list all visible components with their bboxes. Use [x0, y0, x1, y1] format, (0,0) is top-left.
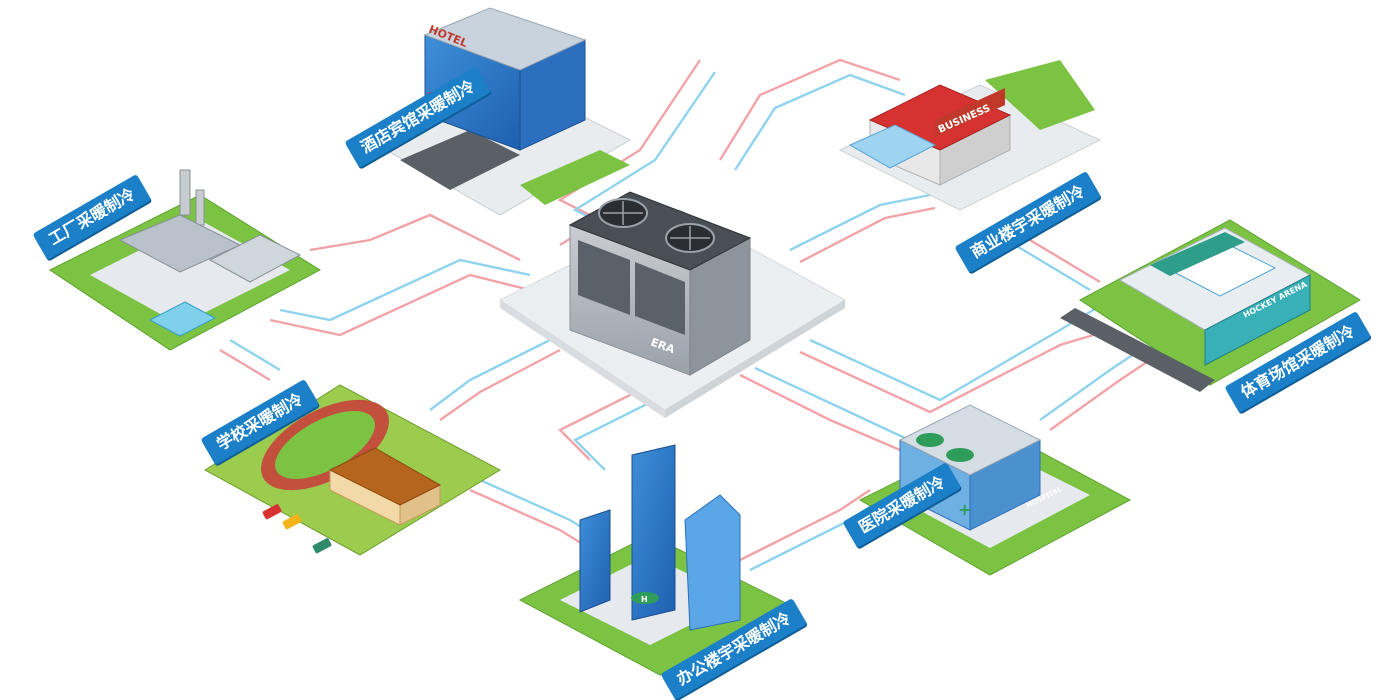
hotel-road — [400, 130, 520, 190]
heat-pump-unit: ERA — [499, 191, 846, 418]
unit-fan-left — [598, 198, 648, 228]
factory-pool — [148, 301, 217, 337]
business-park — [985, 60, 1095, 130]
factory-chimney-2 — [195, 189, 205, 226]
unit-platform-edge-right — [665, 300, 845, 418]
office-helipad-icon: H — [641, 595, 648, 604]
business-glass-canopy — [848, 124, 937, 169]
school-car-red — [262, 504, 282, 520]
pipe-hot-business-2 — [799, 206, 936, 264]
pipe-cold-factory — [279, 258, 531, 322]
unit-coil-left — [578, 240, 630, 315]
office-tower-right — [684, 494, 741, 631]
pipe-hot-school — [439, 348, 561, 421]
office-tower-center — [631, 444, 676, 621]
pipe-hot-factory-2 — [269, 273, 531, 337]
pipe-cold-business-2 — [789, 193, 931, 252]
pipe-cold-hospital-2 — [1039, 349, 1141, 421]
pipe-cold-school — [429, 338, 551, 411]
school-main-roof — [328, 447, 442, 506]
stadium-road — [1060, 308, 1215, 392]
hotel-lawn — [520, 150, 630, 205]
factory-chimney-1 — [179, 169, 191, 216]
stadium-seats — [1150, 232, 1245, 276]
pipe-cold-hospital — [754, 366, 906, 440]
pipe-hot-hospital-2 — [1049, 359, 1151, 431]
pipe-hot-office — [557, 388, 641, 461]
unit-fan-right — [665, 223, 715, 253]
pipe-cold-business — [733, 73, 906, 171]
pipe-hot-stadium-2 — [799, 328, 1111, 414]
pipe-hot-office-3 — [739, 489, 871, 562]
hospital-helipad-1 — [916, 433, 944, 447]
hospital-building: + HOSPITAL — [858, 404, 1132, 576]
pipe-cold-school-2 — [229, 338, 281, 372]
school-field — [275, 411, 375, 479]
school-car-green — [312, 538, 332, 554]
factory-building — [49, 169, 321, 351]
hotel-roof — [423, 7, 587, 71]
office-helipad — [631, 592, 659, 604]
school-car-yellow — [282, 514, 302, 530]
factory-hall-2 — [208, 234, 302, 283]
hospital-helipad-2 — [946, 448, 974, 462]
pipe-hot-hospital — [739, 373, 901, 452]
pipe-hot-factory — [309, 213, 521, 262]
school-building — [204, 384, 502, 556]
pipe-hot-business — [718, 58, 901, 161]
pipe-hot-school-2 — [219, 348, 271, 382]
unit-coil-right — [635, 262, 685, 335]
stadium-building: HOCKEY ARENA — [1060, 219, 1361, 392]
office-tower-left — [579, 509, 611, 613]
unit-platform-edge — [500, 300, 665, 418]
business-sign-board — [935, 88, 1005, 137]
hospital-cross-icon: + — [958, 500, 971, 519]
business-building: BUSINESS — [838, 60, 1102, 211]
pipe-cold-office — [572, 398, 656, 471]
stadium-front-wall — [1204, 274, 1311, 366]
